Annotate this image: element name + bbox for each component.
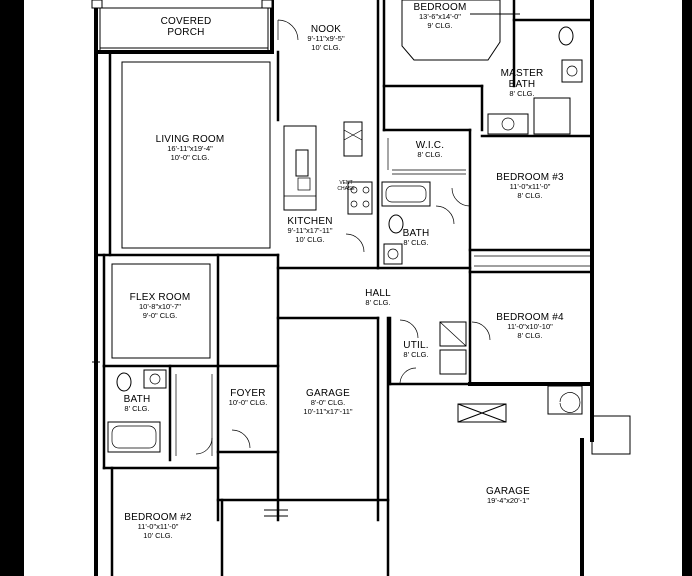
page-frame-right bbox=[682, 0, 692, 576]
room-label-bath-left: BATH 8' CLG. bbox=[123, 394, 151, 414]
center-bath-fixtures bbox=[381, 181, 431, 265]
master-tray-ceiling bbox=[401, 0, 501, 61]
windows bbox=[92, 13, 594, 517]
living-room-outline bbox=[121, 61, 271, 249]
kitchen-island bbox=[283, 125, 317, 211]
interior-walls bbox=[94, 0, 594, 576]
garage-step bbox=[547, 385, 631, 455]
room-label-garage-small: GARAGE 8'-0" CLG. 10'-11"x17'-11" bbox=[303, 388, 353, 416]
room-label-foyer: FOYER 10'-0" CLG. bbox=[228, 388, 268, 408]
door-swings bbox=[195, 19, 581, 455]
room-label-bedroom-2: BEDROOM #2 11'-0"x11'-0" 10' CLG. bbox=[124, 512, 192, 540]
room-label-util: UTIL. 8' CLG. bbox=[403, 340, 429, 360]
room-label-bath-center: BATH 8' CLG. bbox=[402, 228, 430, 248]
page-frame-left bbox=[0, 0, 24, 576]
left-bath-fixtures bbox=[107, 369, 167, 453]
kitchen-range bbox=[343, 121, 373, 215]
porch-lines bbox=[91, 0, 273, 52]
room-label-kitchen: KITCHEN 9'-11"x17'-11" 10' CLG. bbox=[287, 216, 333, 244]
room-label-garage-large: GARAGE 19'-4"x20'-1" bbox=[486, 486, 530, 506]
room-label-living-room: LIVING ROOM 16'-11"x19'-4" 10'-0" CLG. bbox=[155, 134, 225, 162]
vent-chase-label: VENT CHASE bbox=[337, 180, 355, 192]
room-label-nook: NOOK 9'-11"x9'-5" 10' CLG. bbox=[307, 24, 345, 52]
room-label-hall: HALL 8' CLG. bbox=[365, 288, 391, 308]
room-label-bedroom-3: BEDROOM #3 11'-0"x11'-0" 8' CLG. bbox=[496, 172, 564, 200]
garage-hvac-box bbox=[457, 403, 507, 423]
room-label-flex-room: FLEX ROOM 10'-8"x10'-7" 9'-0" CLG. bbox=[129, 292, 191, 320]
flex-room-outline bbox=[111, 263, 211, 359]
master-bath-fixtures bbox=[487, 26, 583, 135]
room-label-master-bedroom: BEDROOM 13'-6"x14'-0" 9' CLG. bbox=[413, 2, 467, 30]
util-fixtures bbox=[439, 321, 467, 375]
exterior-walls bbox=[94, 0, 594, 576]
closet-shelves bbox=[175, 255, 590, 456]
room-label-wic: W.I.C. 8' CLG. bbox=[415, 140, 445, 160]
room-label-bedroom-4: BEDROOM #4 11'-0"x10'-10" 8' CLG. bbox=[496, 312, 564, 340]
wic-shelves bbox=[387, 138, 466, 175]
room-label-covered-porch: COVERED PORCH bbox=[160, 16, 212, 39]
room-label-master-bath: MASTER BATH 8' CLG. bbox=[500, 68, 544, 99]
